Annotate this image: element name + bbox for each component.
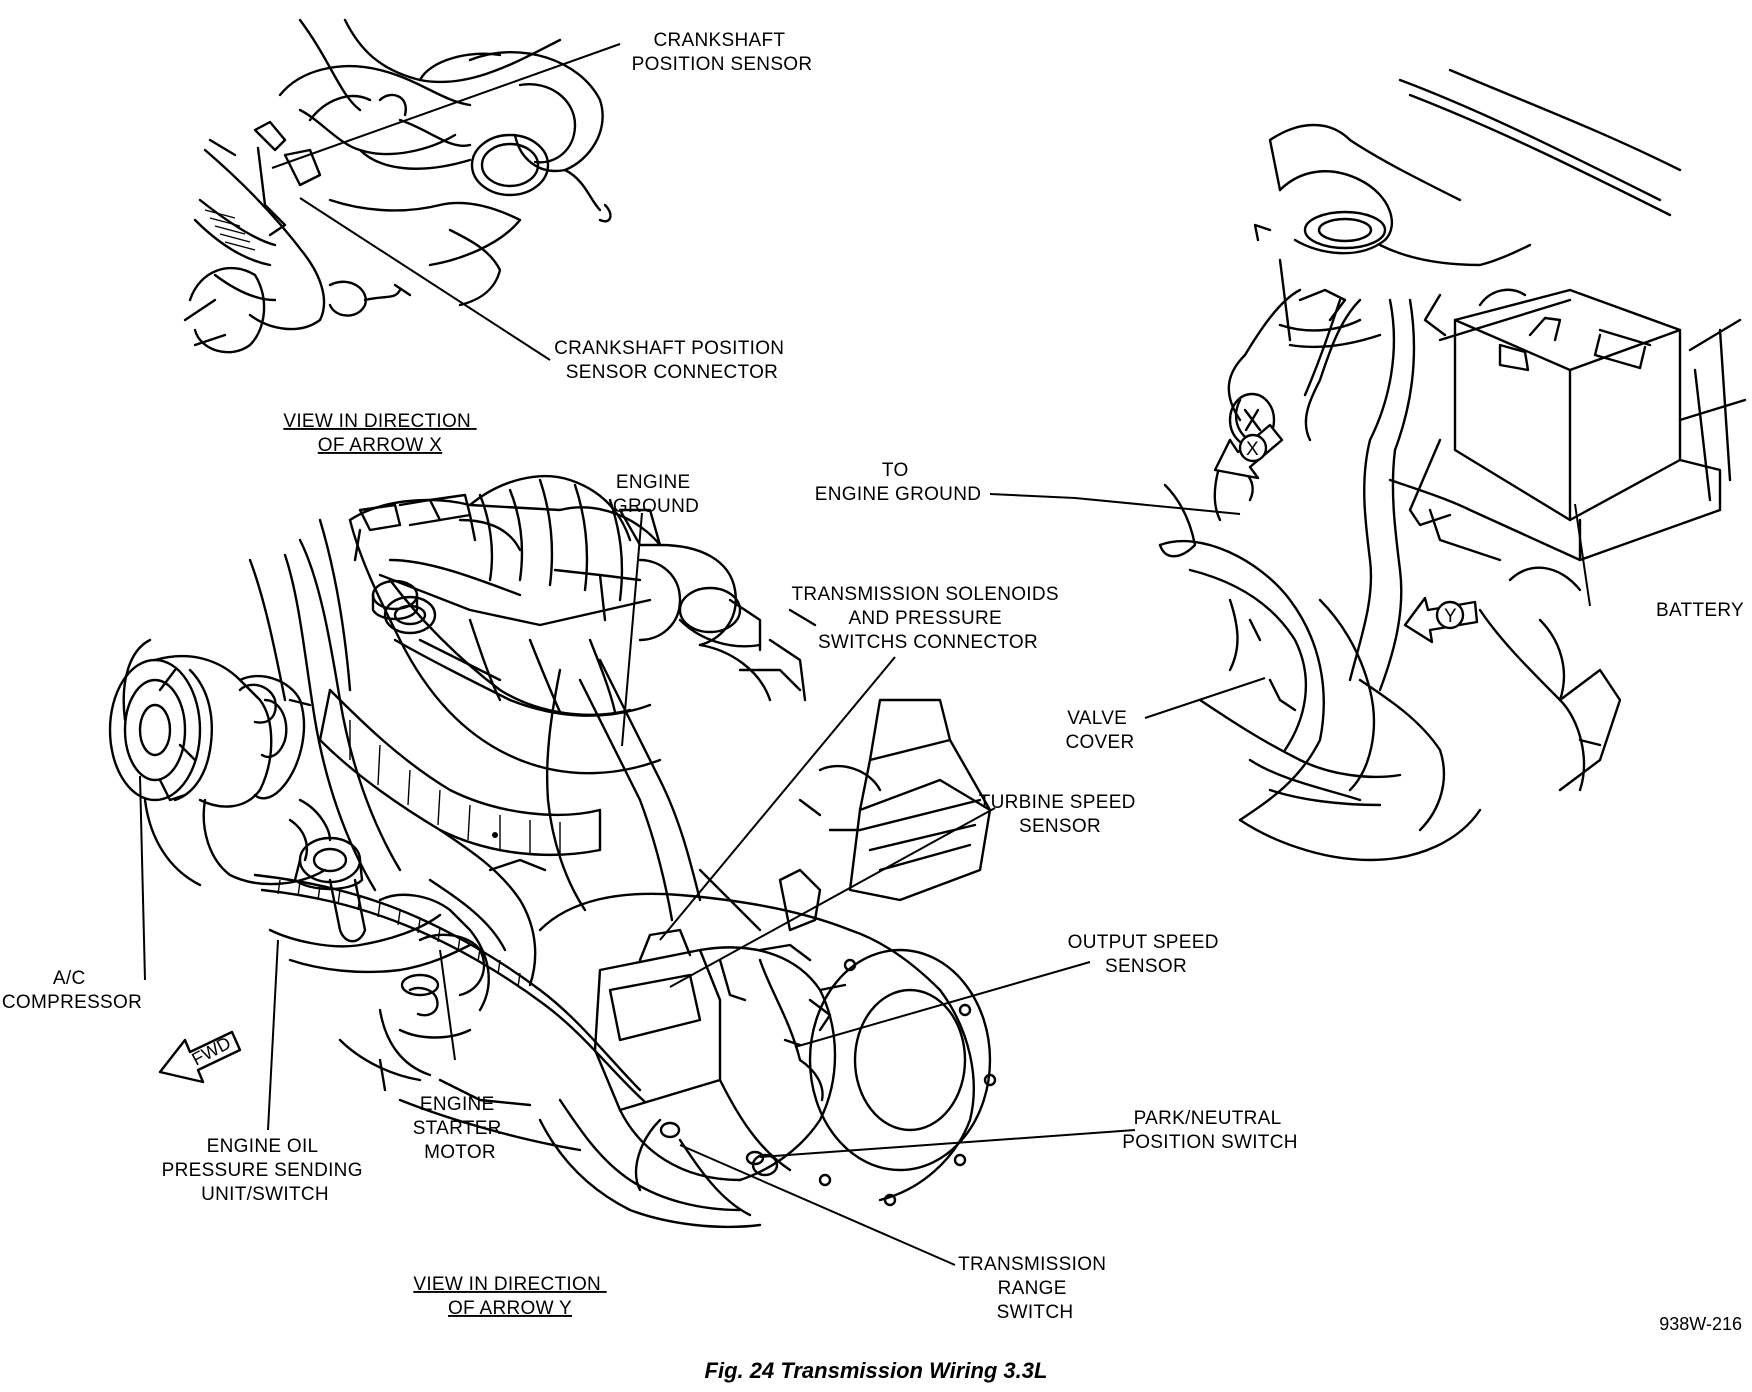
label-crankshaft-sensor: CRANKSHAFT POSITION SENSOR [632, 30, 813, 75]
leader-lines [139, 43, 1591, 1266]
label-view-x: VIEW IN DIRECTION OF ARROW X [283, 411, 476, 456]
label-ac-compressor: A/C COMPRESSOR [2, 968, 142, 1013]
engine-illustration [108, 474, 997, 1229]
figure-code: 938W-216 [1659, 1314, 1742, 1334]
label-oil-pressure: ENGINE OIL PRESSURE SENDING UNIT/SWITCH [162, 1136, 369, 1205]
label-turbine-speed: TURBINE SPEED SENSOR [979, 792, 1142, 837]
arrow-y-letter: Y [1444, 606, 1457, 627]
label-to-engine-ground: TO ENGINE GROUND [815, 460, 981, 505]
figure-caption: Fig. 24 Transmission Wiring 3.3L [705, 1358, 1048, 1383]
label-valve-cover: VALVE COVER [1065, 708, 1134, 753]
callout-labels: CRANKSHAFT POSITION SENSOR CRANKSHAFT PO… [2, 30, 1744, 1334]
label-park-neutral: PARK/NEUTRAL POSITION SWITCH [1122, 1108, 1298, 1153]
label-engine-ground: ENGINE GROUND [613, 472, 699, 517]
label-trans-range: TRANSMISSION RANGE SWITCH [958, 1254, 1112, 1323]
label-battery: BATTERY [1656, 600, 1744, 621]
label-output-speed: OUTPUT SPEED SENSOR [1068, 932, 1225, 977]
arrow-y-marker: Y [1403, 596, 1479, 644]
label-crankshaft-connector: CRANKSHAFT POSITION SENSOR CONNECTOR [554, 338, 790, 383]
arrow-x-marker: X [1213, 423, 1284, 480]
battery-area-illustration [1158, 68, 1747, 862]
view-x-illustration [183, 18, 612, 354]
label-trans-solenoids: TRANSMISSION SOLENOIDS AND PRESSURE SWIT… [792, 584, 1065, 653]
arrow-x-letter: X [1246, 439, 1259, 460]
fwd-arrow: FWD [158, 1030, 242, 1084]
label-view-y: VIEW IN DIRECTION OF ARROW Y [413, 1274, 606, 1319]
label-starter-motor: ENGINE STARTER MOTOR [413, 1094, 508, 1163]
